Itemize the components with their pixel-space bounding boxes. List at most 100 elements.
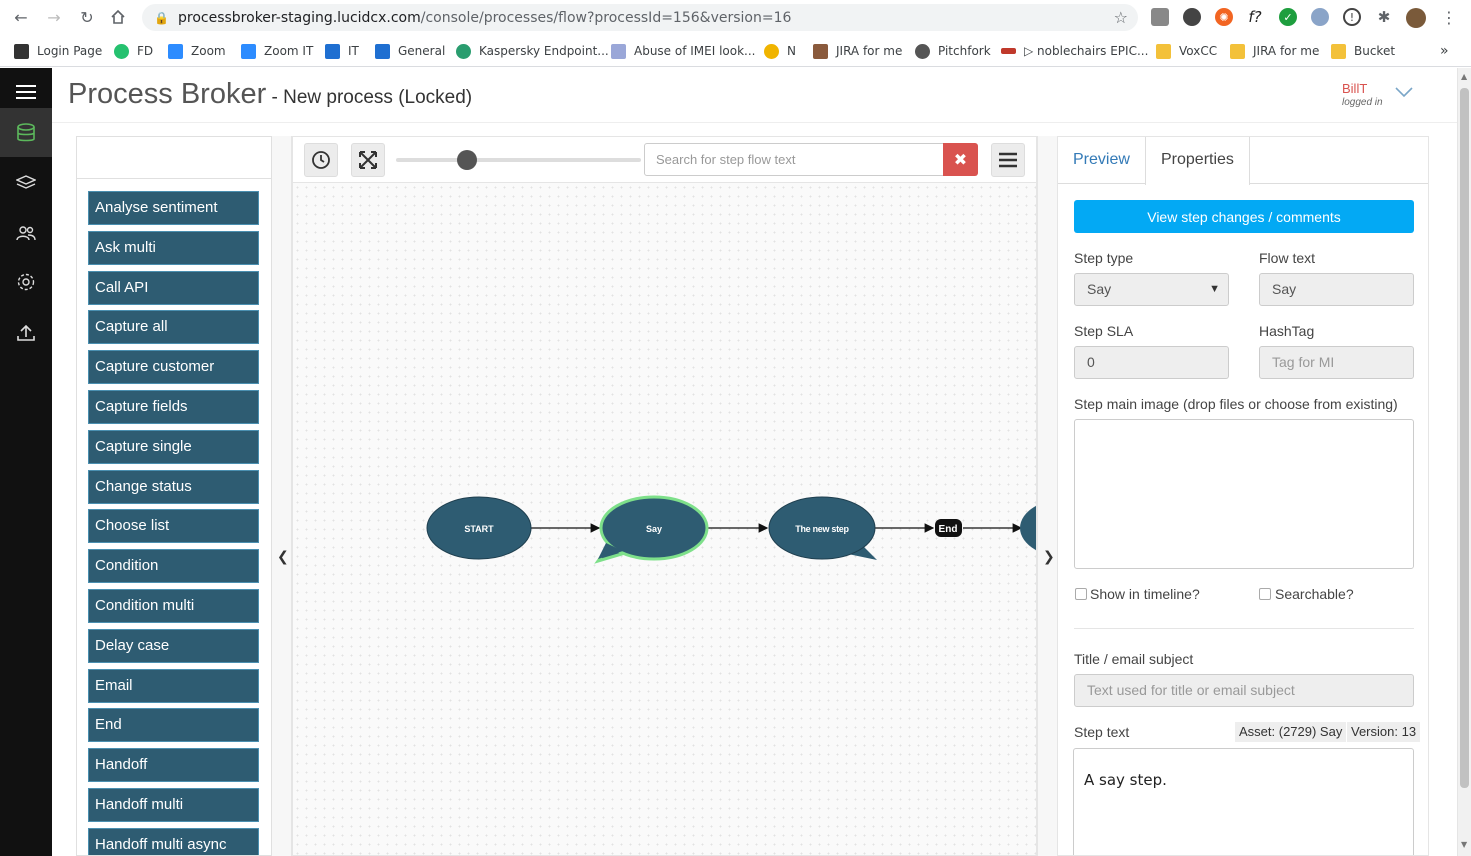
- scrollbar-thumb[interactable]: [1460, 88, 1469, 788]
- info-extension-icon[interactable]: !: [1343, 8, 1361, 26]
- palette-item-delay-case[interactable]: Delay case: [88, 629, 259, 663]
- chevron-down-icon[interactable]: [1395, 82, 1413, 103]
- user-info[interactable]: BillT logged in: [1342, 81, 1383, 108]
- flow-end-marker[interactable]: End: [935, 519, 962, 537]
- home-icon[interactable]: [107, 6, 129, 28]
- collapse-properties-handle[interactable]: ❯: [1037, 136, 1057, 856]
- hamburger-menu-icon[interactable]: [0, 68, 52, 116]
- bookmark-folder[interactable]: JIRA for me: [1230, 42, 1319, 60]
- bookmarks-overflow-icon[interactable]: »: [1440, 43, 1449, 59]
- palette-item-email[interactable]: Email: [88, 669, 259, 703]
- palette-item-handoff[interactable]: Handoff: [88, 748, 259, 782]
- extension-icon[interactable]: [1151, 8, 1169, 26]
- bookmark-favicon-icon: [611, 43, 626, 59]
- collapse-palette-handle[interactable]: ❮: [272, 136, 292, 856]
- bookmark-folder[interactable]: Bucket: [1331, 42, 1395, 60]
- page-title: Process Broker - New process (Locked): [68, 78, 472, 111]
- bookmark-item[interactable]: Kaspersky Endpoint...: [456, 42, 609, 60]
- bookmark-item[interactable]: N: [764, 42, 796, 60]
- url-host: processbroker-staging.lucidcx.com: [178, 9, 421, 26]
- extension-icon[interactable]: ✺: [1215, 8, 1233, 26]
- tab-preview[interactable]: Preview: [1073, 151, 1130, 168]
- bookmark-folder[interactable]: VoxCC: [1156, 42, 1217, 60]
- scroll-down-icon[interactable]: ▼: [1461, 840, 1468, 849]
- step-text-editor[interactable]: A say step.: [1073, 748, 1414, 855]
- flow-node-label: Say: [646, 524, 662, 534]
- palette-item-capture-all[interactable]: Capture all: [88, 310, 259, 344]
- extension-icon[interactable]: [1311, 8, 1329, 26]
- palette-item-capture-customer[interactable]: Capture customer: [88, 350, 259, 384]
- gear-icon[interactable]: [0, 258, 52, 306]
- flow-node-say[interactable]: Say: [594, 495, 709, 564]
- palette-item-change-status[interactable]: Change status: [88, 470, 259, 504]
- flow-node-start[interactable]: START: [426, 496, 532, 560]
- flow-node-the-new-step[interactable]: The new step: [768, 496, 877, 560]
- palette-item-ask-multi[interactable]: Ask multi: [88, 231, 259, 265]
- bookmark-item[interactable]: Zoom: [168, 42, 226, 60]
- upload-icon[interactable]: [0, 309, 52, 357]
- palette-item-condition-multi[interactable]: Condition multi: [88, 589, 259, 623]
- scroll-up-icon[interactable]: ▲: [1461, 72, 1468, 81]
- app-header: Process Broker - New process (Locked) Bi…: [52, 68, 1457, 123]
- database-icon[interactable]: [0, 108, 52, 157]
- searchable-checkbox[interactable]: [1259, 588, 1271, 600]
- hashtag-field[interactable]: Tag for MI: [1259, 346, 1414, 379]
- palette-item-handoff-multi-async[interactable]: Handoff multi async: [88, 828, 259, 855]
- check-extension-icon[interactable]: ✓: [1279, 8, 1297, 26]
- users-icon[interactable]: [0, 209, 52, 257]
- flow-diagram: START Say The new step End: [426, 495, 1037, 564]
- extension-icon[interactable]: [1183, 8, 1201, 26]
- kebab-menu-icon[interactable]: ⋮: [1441, 7, 1457, 27]
- palette-item-capture-single[interactable]: Capture single: [88, 430, 259, 464]
- fit-to-screen-button[interactable]: [351, 143, 385, 177]
- tab-properties[interactable]: Properties: [1145, 137, 1250, 185]
- forward-arrow-icon[interactable]: →: [47, 7, 61, 27]
- back-arrow-icon[interactable]: ←: [14, 7, 28, 27]
- flow-canvas[interactable]: START Say The new step End: [293, 183, 1037, 855]
- palette-item-choose-list[interactable]: Choose list: [88, 509, 259, 543]
- formula-extension-icon[interactable]: f?: [1248, 8, 1262, 26]
- history-button[interactable]: [304, 143, 338, 177]
- palette-item-capture-fields[interactable]: Capture fields: [88, 390, 259, 424]
- bookmark-star-icon[interactable]: ☆: [1113, 8, 1128, 27]
- step-search-input[interactable]: [644, 143, 944, 176]
- show-in-timeline-checkbox[interactable]: [1075, 588, 1087, 600]
- page-scrollbar[interactable]: ▲ ▼: [1457, 68, 1471, 856]
- palette-item-handoff-multi[interactable]: Handoff multi: [88, 788, 259, 822]
- bookmark-item[interactable]: IT: [325, 42, 359, 60]
- palette-item-call-api[interactable]: Call API: [88, 271, 259, 305]
- title-field[interactable]: Text used for title or email subject: [1074, 674, 1414, 707]
- bookmark-item[interactable]: Zoom IT: [241, 42, 313, 60]
- step-type-value: Say: [1087, 281, 1112, 297]
- palette-item-end[interactable]: End: [88, 708, 259, 742]
- bookmark-item[interactable]: Pitchfork: [915, 42, 991, 60]
- puzzle-icon[interactable]: ✱: [1377, 8, 1391, 26]
- layers-icon[interactable]: [0, 159, 52, 207]
- step-sla-field[interactable]: 0: [1074, 346, 1229, 379]
- profile-avatar[interactable]: [1406, 8, 1426, 28]
- flow-text-field[interactable]: Say: [1259, 273, 1414, 306]
- bookmark-item[interactable]: Login Page: [14, 42, 102, 60]
- flow-node-offscreen[interactable]: [1020, 497, 1037, 559]
- title-label: Title / email subject: [1074, 651, 1194, 667]
- palette-item-analyse-sentiment[interactable]: Analyse sentiment: [88, 191, 259, 225]
- bookmark-item[interactable]: Abuse of IMEI look...: [611, 42, 756, 60]
- bookmark-item[interactable]: ▷ noblechairs EPIC...: [1001, 42, 1148, 60]
- step-type-select[interactable]: Say ▼: [1074, 273, 1229, 306]
- image-drop-zone[interactable]: [1074, 419, 1414, 569]
- clear-search-button[interactable]: ✖: [943, 143, 978, 176]
- palette-item-condition[interactable]: Condition: [88, 549, 259, 583]
- canvas-menu-button[interactable]: [991, 143, 1025, 177]
- app-sidebar: [0, 68, 52, 856]
- address-bar[interactable]: 🔒 processbroker-staging.lucidcx.com/cons…: [142, 4, 1138, 31]
- zoom-slider-track[interactable]: [396, 158, 641, 162]
- flow-text-label: Flow text: [1259, 250, 1316, 266]
- view-step-changes-button[interactable]: View step changes / comments: [1074, 200, 1414, 233]
- flow-node-label: START: [464, 524, 494, 534]
- reload-icon[interactable]: ↻: [80, 7, 94, 27]
- bookmark-item[interactable]: FD: [114, 42, 153, 60]
- zoom-slider-handle[interactable]: [457, 150, 477, 170]
- bookmark-item[interactable]: General: [375, 42, 445, 60]
- bookmark-item[interactable]: JIRA for me: [813, 42, 902, 60]
- expand-icon: [359, 151, 377, 169]
